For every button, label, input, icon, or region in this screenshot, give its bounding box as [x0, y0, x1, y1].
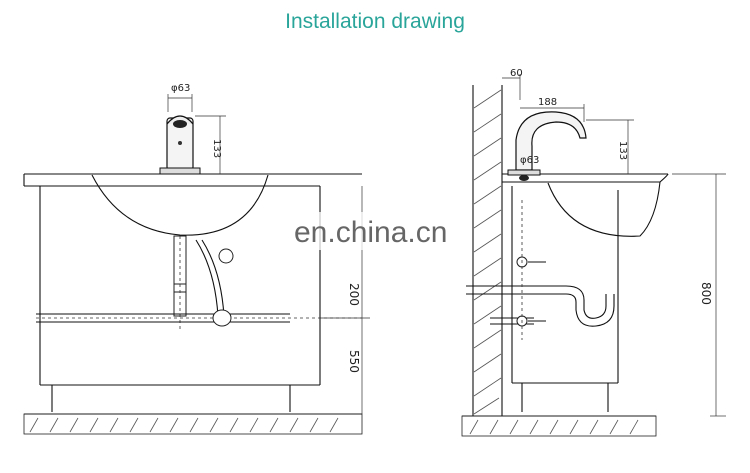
side-diameter-label: φ63 [520, 155, 539, 166]
basin-side [547, 181, 661, 237]
basin-bowl [91, 174, 269, 236]
front-drain-height-label: 200 [347, 283, 361, 306]
side-total-height-label: 800 [699, 282, 713, 305]
plumbing-side [466, 200, 615, 340]
front-floor-height-label: 550 [347, 350, 361, 373]
pipe-tee-front [212, 309, 232, 327]
front-faucet-height-label: 133 [211, 139, 222, 158]
side-view: 60 188 φ63 133 [461, 68, 726, 437]
side-wall-offset-label: 60 [510, 68, 523, 79]
drain-pipe-front [173, 235, 187, 330]
sensor-box-front [218, 248, 234, 264]
wall-hatch [473, 89, 502, 415]
front-diameter-label: φ63 [171, 83, 190, 94]
side-faucet-height-label: 133 [617, 141, 628, 160]
floor-hatch-front [29, 417, 339, 433]
supply-hose-front [195, 239, 219, 317]
watermark: en.china.cn [294, 216, 447, 249]
front-view: φ63 133 200 550 [23, 83, 370, 435]
side-spout-reach-label: 188 [538, 97, 557, 108]
page-title: Installation drawing [285, 10, 465, 33]
faucet-side [507, 111, 587, 181]
floor-hatch-side [469, 419, 639, 435]
faucet-front [159, 115, 201, 175]
